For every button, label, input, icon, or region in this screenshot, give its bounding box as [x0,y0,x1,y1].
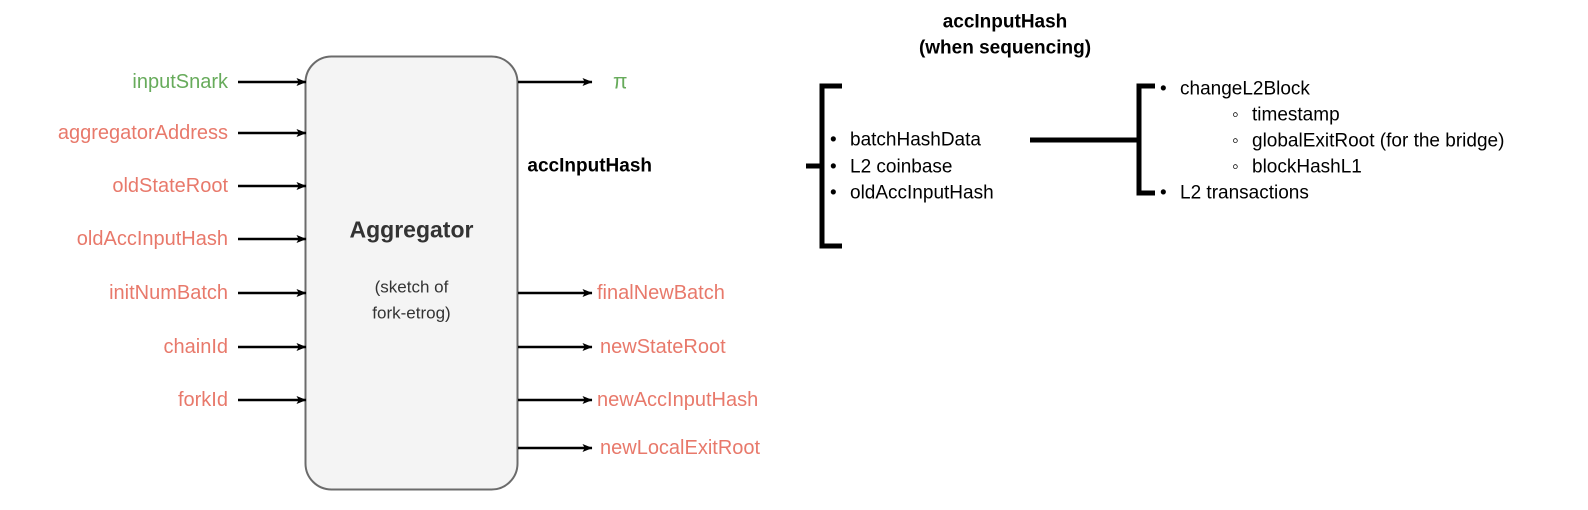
input-label-oldAccInputHash: oldAccInputHash [76,228,228,250]
list-item: changeL2Block [1160,80,1310,99]
list-item: L2 transactions [1160,184,1309,203]
output-label-pi: π [613,70,628,94]
list-item-label: oldAccInputHash [850,182,994,204]
bullet-icon [830,184,850,203]
input-label-forkId: forkId [177,389,228,411]
list-item: blockHashL1 [1232,158,1362,177]
list-item: globalExitRoot (for the bridge) [1232,132,1504,151]
acc-tree-root-label: accInputHash [527,155,652,177]
aggregator-subtitle-line2: fork-etrog) [372,303,451,323]
acc-right-bracket [1136,83,1155,196]
list-item-label: L2 coinbase [850,156,953,178]
bullet-icon [1232,106,1252,125]
input-arrows [238,78,307,404]
output-label-finalNewBatch: finalNewBatch [597,282,725,304]
input-label-aggregatorAddress: aggregatorAddress [57,122,228,144]
acc-tree-title-line1: accInputHash [942,11,1068,33]
aggregator-title: Aggregator [349,216,474,243]
input-label-chainId: chainId [163,336,229,358]
list-item-label: timestamp [1252,104,1340,126]
list-item-label: globalExitRoot (for the bridge) [1252,130,1505,152]
acc-left-bracket [806,83,842,249]
list-item-label: changeL2Block [1180,78,1310,100]
bullet-icon [830,131,850,150]
input-label-initNumBatch: initNumBatch [109,282,228,304]
bullet-icon [1232,132,1252,151]
list-item-label: blockHashL1 [1252,156,1362,178]
bullet-icon [1232,158,1252,177]
input-label-oldStateRoot: oldStateRoot [112,175,228,197]
bullet-icon [1160,80,1180,99]
list-item-label: L2 transactions [1180,182,1309,204]
aggregator-subtitle-line1: (sketch of [374,277,449,297]
list-item: batchHashData [830,131,981,150]
bullet-icon [830,158,850,177]
output-label-newLocalExitRoot: newLocalExitRoot [600,437,761,459]
list-item: oldAccInputHash [830,184,994,203]
list-item: L2 coinbase [830,158,952,177]
acc-tree-title-line2: (when sequencing) [918,37,1092,59]
aggregator-box [304,55,519,491]
output-label-newAccInputHash: newAccInputHash [597,389,759,411]
list-item: timestamp [1232,106,1340,125]
input-label-inputSnark: inputSnark [132,71,228,93]
bullet-icon [1160,184,1180,203]
list-item-label: batchHashData [850,129,981,151]
output-label-newStateRoot: newStateRoot [600,336,726,358]
output-arrows [518,78,593,452]
